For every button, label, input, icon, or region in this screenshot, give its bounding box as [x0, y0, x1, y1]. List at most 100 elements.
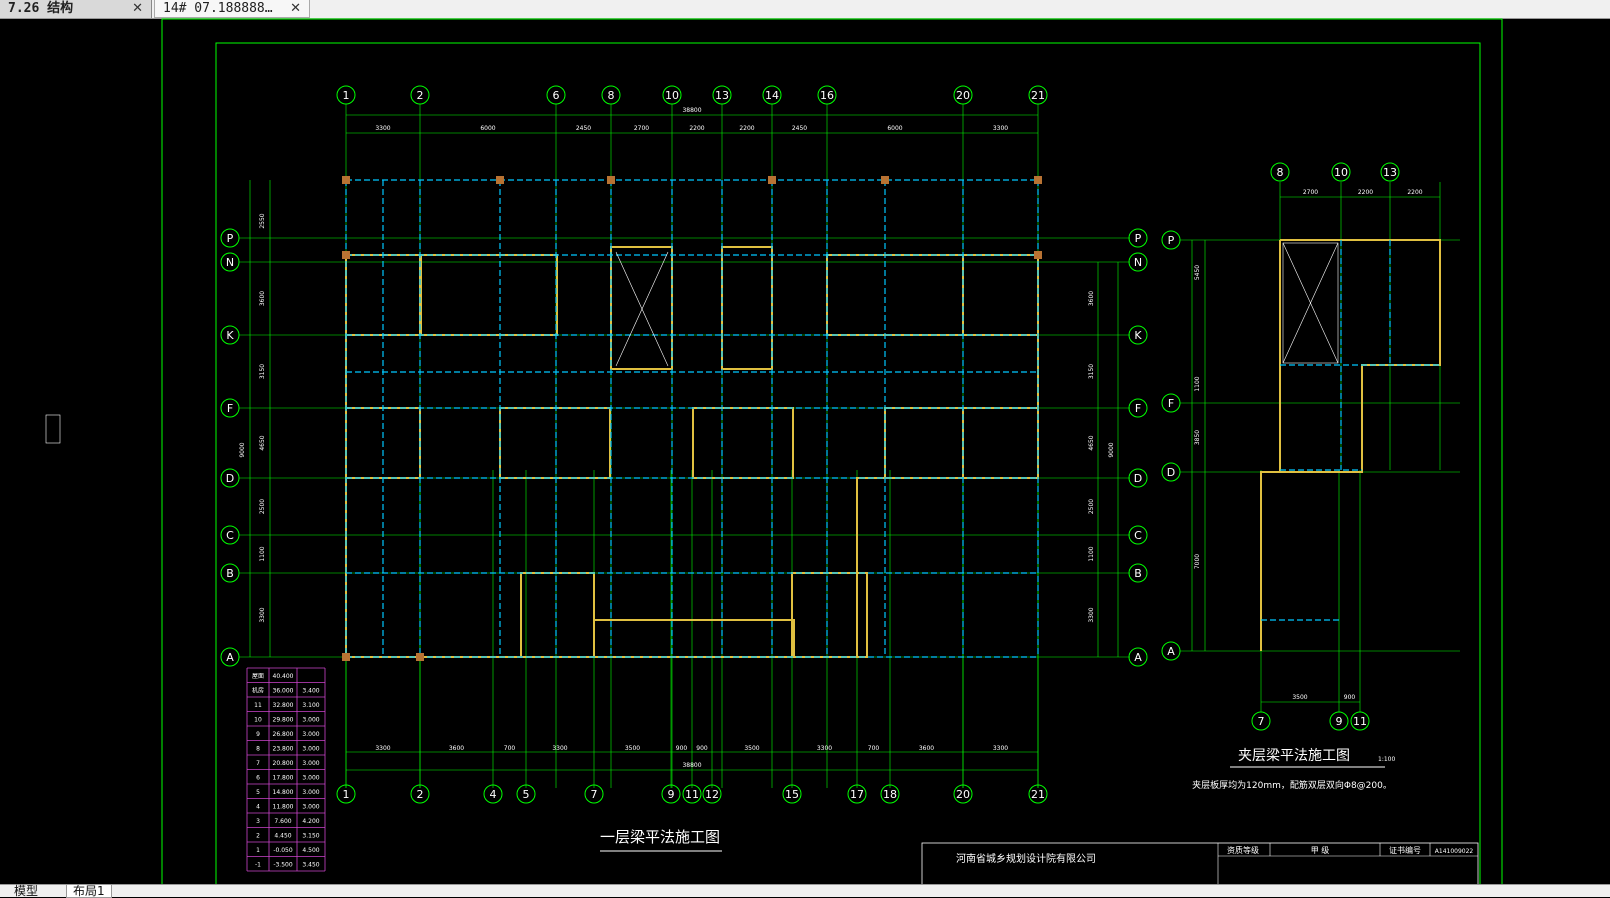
- dimension-value: 1100: [1088, 546, 1095, 561]
- dimension-value: 2700: [634, 125, 649, 132]
- wall: [791, 572, 868, 658]
- wall: [884, 407, 964, 479]
- axis-bubble: [1128, 468, 1148, 488]
- axis-bubble: [1128, 525, 1148, 545]
- table-cell: 4.450: [274, 833, 291, 840]
- main-plan-title: 一层梁平法施工图: [600, 828, 720, 846]
- axis-bubble: [220, 325, 240, 345]
- close-icon[interactable]: ✕: [132, 1, 143, 16]
- dimension-total: 38800: [682, 762, 701, 769]
- axis-label: 13: [1383, 166, 1397, 179]
- axis-label: 10: [1334, 166, 1348, 179]
- axis-label: 10: [665, 89, 679, 102]
- axis-bubble: [336, 784, 356, 804]
- table-cell: 3: [256, 818, 260, 825]
- axis-label: B: [226, 567, 234, 580]
- dimension-value: 2200: [739, 125, 754, 132]
- axis-label: 7: [1258, 715, 1265, 728]
- axis-bubble: [953, 85, 973, 105]
- axis-bubble: [1028, 85, 1048, 105]
- dimension-value: 3150: [1088, 364, 1095, 379]
- axis-label: D: [226, 472, 234, 485]
- axis-bubble: [220, 228, 240, 248]
- tab-label: 7.26 结构: [8, 1, 74, 16]
- dimension-value: 7000: [1194, 554, 1201, 569]
- dimension-value: 3300: [375, 745, 390, 752]
- axis-bubble: [220, 398, 240, 418]
- dimension-value: 2200: [1358, 189, 1373, 196]
- wall: [499, 407, 611, 479]
- shaft-cross: [1282, 242, 1339, 364]
- axis-label: 8: [1277, 166, 1284, 179]
- wall: [721, 246, 773, 370]
- axis-bubble: [817, 85, 837, 105]
- axis-label: 16: [820, 89, 834, 102]
- table-cell: 7.600: [274, 818, 291, 825]
- wall: [826, 254, 964, 336]
- axis-label: A: [1134, 651, 1142, 664]
- table-cell: 9: [256, 731, 260, 738]
- wall: [856, 255, 1039, 657]
- table-cell: 5: [256, 789, 260, 796]
- column: [1034, 176, 1042, 184]
- table-cell: -1: [255, 862, 261, 869]
- dimension-value: 900: [696, 745, 708, 752]
- table-cell: 11.800: [273, 804, 294, 811]
- title-block: 河南省城乡规划设计院有限公司 资质等级 甲 级 证书编号 A141009022: [921, 842, 1479, 884]
- table-cell: 3.000: [302, 789, 319, 796]
- axis-bubble: [336, 85, 356, 105]
- axis-label: K: [226, 329, 234, 342]
- tab-drawing-7-26[interactable]: 7.26 结构 ✕: [0, 0, 152, 18]
- qualification-value: 甲 级: [1311, 845, 1330, 855]
- axis-label: 20: [956, 788, 970, 801]
- tab-drawing-14[interactable]: 14# 07.188888… ✕: [154, 0, 310, 18]
- axis-bubble: [220, 525, 240, 545]
- table-cell: 17.800: [273, 775, 294, 782]
- table-cell: 3.000: [302, 804, 319, 811]
- axis-label: 2: [417, 89, 424, 102]
- table-cell: 机房: [252, 687, 264, 695]
- close-icon[interactable]: ✕: [290, 1, 301, 16]
- axis-label: 14: [765, 89, 779, 102]
- table-cell: 1: [256, 847, 260, 854]
- table-cell: 36.000: [273, 688, 294, 695]
- column: [342, 251, 350, 259]
- table-cell: 26.800: [273, 731, 294, 738]
- tab-layout1[interactable]: 布局1: [66, 885, 112, 898]
- table-cell: 14.800: [273, 789, 294, 796]
- dimension-value: 3850: [1194, 430, 1201, 445]
- dimension-value: 2450: [576, 125, 591, 132]
- qualification-label: 资质等级: [1227, 845, 1259, 855]
- axis-bubble: [220, 563, 240, 583]
- axis-label: C: [226, 529, 234, 542]
- dimension-value: 5450: [1194, 265, 1201, 280]
- axis-bubble: [1128, 563, 1148, 583]
- axis-label: P: [1168, 234, 1175, 247]
- certificate-label: 证书编号: [1389, 845, 1421, 855]
- table-cell: -3.500: [273, 862, 293, 869]
- table-cell: 屋面: [252, 673, 264, 680]
- axis-label: 1: [343, 89, 350, 102]
- tab-model[interactable]: 模型: [14, 884, 39, 898]
- axis-label: P: [1135, 232, 1142, 245]
- dimension-value: 900: [676, 745, 688, 752]
- axis-bubble: [220, 252, 240, 272]
- dimension-value: 2200: [689, 125, 704, 132]
- dimension-value: 3300: [552, 745, 567, 752]
- table-cell: -0.050: [273, 847, 293, 854]
- dimension-value: 6000: [887, 125, 902, 132]
- column: [496, 176, 504, 184]
- axis-label: 15: [785, 788, 799, 801]
- wall: [419, 254, 558, 336]
- wall: [593, 619, 795, 658]
- table-cell: 23.800: [273, 746, 294, 753]
- axis-bubble: [661, 784, 681, 804]
- axis-bubble: [662, 85, 682, 105]
- certificate-value: A141009022: [1435, 848, 1474, 855]
- axis-label: 5: [523, 788, 530, 801]
- table-cell: 4: [256, 804, 260, 811]
- column: [881, 176, 889, 184]
